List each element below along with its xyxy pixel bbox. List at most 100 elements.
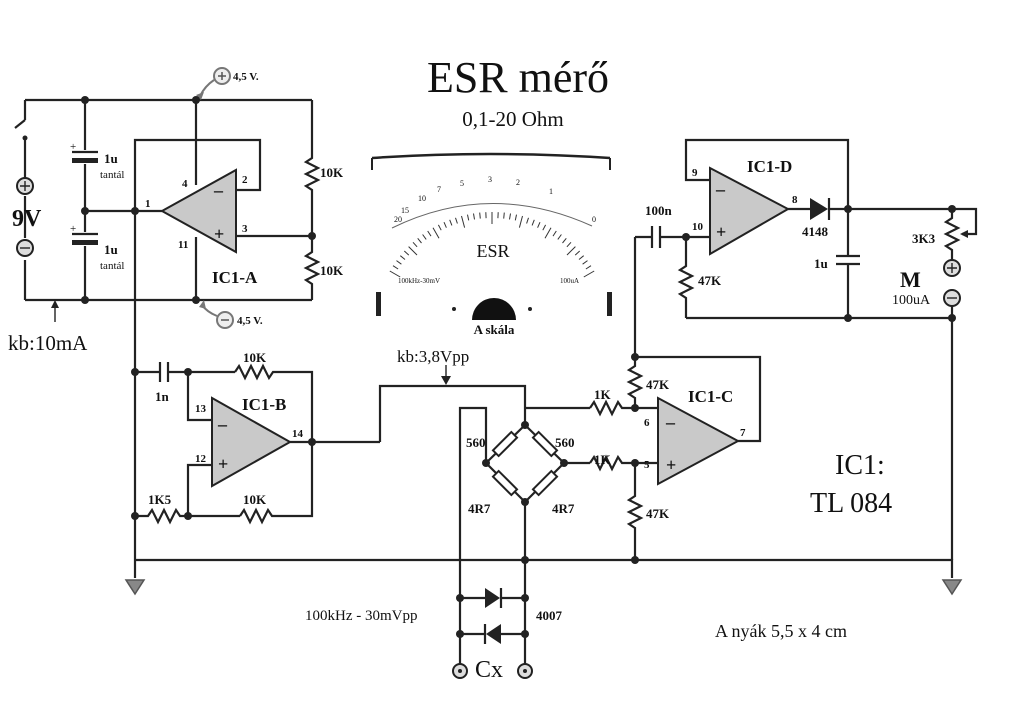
scale-value-0: 0 (592, 215, 596, 224)
ground-left-icon (124, 579, 146, 596)
pcb-size-label: A nyák 5,5 x 4 cm (715, 621, 847, 641)
meter-minus-terminal-icon (943, 289, 961, 307)
opamp-ic1-d: – + IC1-D 9 10 8 100n 1u 4148 47K (635, 138, 952, 322)
scale-tick (408, 246, 418, 256)
scale-tick (412, 241, 418, 248)
battery-minus-terminal-icon (16, 239, 34, 257)
svg-text:–: – (715, 179, 726, 199)
c1-value: 1u (104, 151, 118, 166)
meter-left-caption: 100kHz-30mV (398, 277, 440, 285)
c-filter-label: 1u (814, 256, 828, 271)
r-osc-bottom-label: 10K (243, 492, 267, 507)
scale-value-1: 1 (549, 187, 553, 196)
resistor-div-bottom (303, 236, 321, 300)
r-fb-c-label: 47K (646, 377, 670, 392)
c2-value: 1u (104, 242, 118, 257)
r-osc-fb-label: 10K (243, 350, 267, 365)
scale-tick (461, 215, 466, 228)
meter-plus-terminal-icon (943, 259, 961, 277)
scale-tick (544, 227, 552, 239)
meter-scale: 20 15 10 7 5 3 2 1 0 ESR 100kHz-30mV 100… (371, 152, 612, 337)
r-bridge-br-label: 4R7 (552, 501, 575, 516)
ic1-a-pin3: 3 (242, 223, 248, 235)
half-supply-bottom-icon (199, 300, 234, 329)
scale-tick (578, 255, 585, 260)
meter-range: 100uA (892, 293, 931, 308)
half-supply-top-label: 4,5 V. (233, 71, 259, 83)
svg-text:–: – (217, 414, 228, 434)
r-in-bottom-label: 1K (594, 452, 612, 467)
ic1-c-pin5: 5 (644, 459, 650, 471)
resistor-bridge-br (531, 469, 559, 497)
ic1-b-pin14: 14 (292, 428, 304, 440)
r-trim-label: 3K3 (912, 231, 936, 246)
capacitor-c2: + (70, 223, 98, 245)
ic1-a-pin11: 11 (178, 239, 188, 251)
power-switch (14, 119, 28, 145)
ground-right-icon (941, 579, 963, 596)
half-supply-top-icon (196, 67, 231, 100)
scale-ticks (389, 212, 595, 278)
scale-value-3: 3 (488, 175, 492, 184)
opamp-ic1-a: – + IC1-A 1 2 3 4 11 (131, 96, 312, 304)
resistor-bridge-tl (491, 430, 519, 458)
ic1-b-pin13: 13 (195, 403, 207, 415)
ic1-a-pin4: 4 (182, 178, 188, 190)
scale-tick (542, 224, 547, 231)
scale-tick (443, 222, 447, 228)
r-bridge-tl-label: 560 (466, 435, 486, 450)
svg-text:+: + (70, 141, 76, 153)
ic1-a-pin1: 1 (145, 198, 151, 210)
cx-left-terminal-icon[interactable] (452, 663, 468, 679)
scale-tick (557, 234, 562, 240)
scale-tick (417, 237, 422, 244)
svg-text:+: + (218, 454, 228, 474)
scale-value-20: 20 (394, 215, 402, 224)
diode-4148 (810, 198, 831, 220)
opamp-ic1-b: – + IC1-B 13 12 14 1n 10K 1K5 10K (131, 350, 380, 525)
supply-current: kb:10mA (8, 331, 88, 355)
meter-esr-label: ESR (476, 241, 509, 261)
cx-right-terminal-icon[interactable] (517, 663, 533, 679)
ic1-c-pin6: 6 (644, 417, 650, 429)
c-osc-label: 1n (155, 389, 170, 404)
svg-text:–: – (665, 412, 676, 432)
r-in-top-label: 1K (594, 387, 612, 402)
r-osc-left-label: 1K5 (148, 492, 172, 507)
c-coupling-label: 100n (645, 203, 673, 218)
scale-tick (518, 215, 523, 228)
scale-tick (526, 217, 529, 224)
ic1-c-pin7: 7 (740, 427, 746, 439)
scale-value-15: 15 (401, 206, 409, 215)
r-div-bottom-label: 10K (320, 263, 344, 278)
svg-text:–: – (213, 180, 224, 200)
diode-signal-label: 4148 (802, 224, 829, 239)
trimmer-3k3 (943, 205, 978, 262)
scale-tick (389, 270, 401, 278)
resistor-div-top (303, 100, 321, 236)
cx-label: Cx (475, 657, 503, 683)
meter-right-caption: 100uA (560, 277, 579, 285)
svg-text:+: + (716, 222, 726, 242)
power-supply: 9V + + 1u tantál 1u tantál kb:10mA (8, 67, 312, 355)
scale-tick (537, 222, 541, 228)
scale-tick (432, 227, 440, 239)
scale-tick (503, 212, 505, 219)
scale-tick (392, 265, 399, 270)
measurement-bridge: 560 560 4R7 4R7 (458, 405, 590, 665)
half-supply-bottom-label: 4,5 V. (237, 315, 263, 327)
scale-tick (552, 230, 557, 237)
scale-tick (422, 234, 427, 240)
svg-text:+: + (666, 455, 676, 475)
scale-tick (455, 217, 458, 224)
r-bottom-c-label: 47K (646, 506, 670, 521)
protection-diodes (456, 556, 529, 665)
resistor-bridge-tr (531, 430, 559, 458)
scale-tick (396, 260, 402, 265)
scale-tick (514, 214, 517, 221)
scale-tick (427, 230, 432, 237)
scale-tick (566, 246, 576, 256)
scale-tick (449, 219, 453, 226)
scale-tick (403, 250, 410, 256)
